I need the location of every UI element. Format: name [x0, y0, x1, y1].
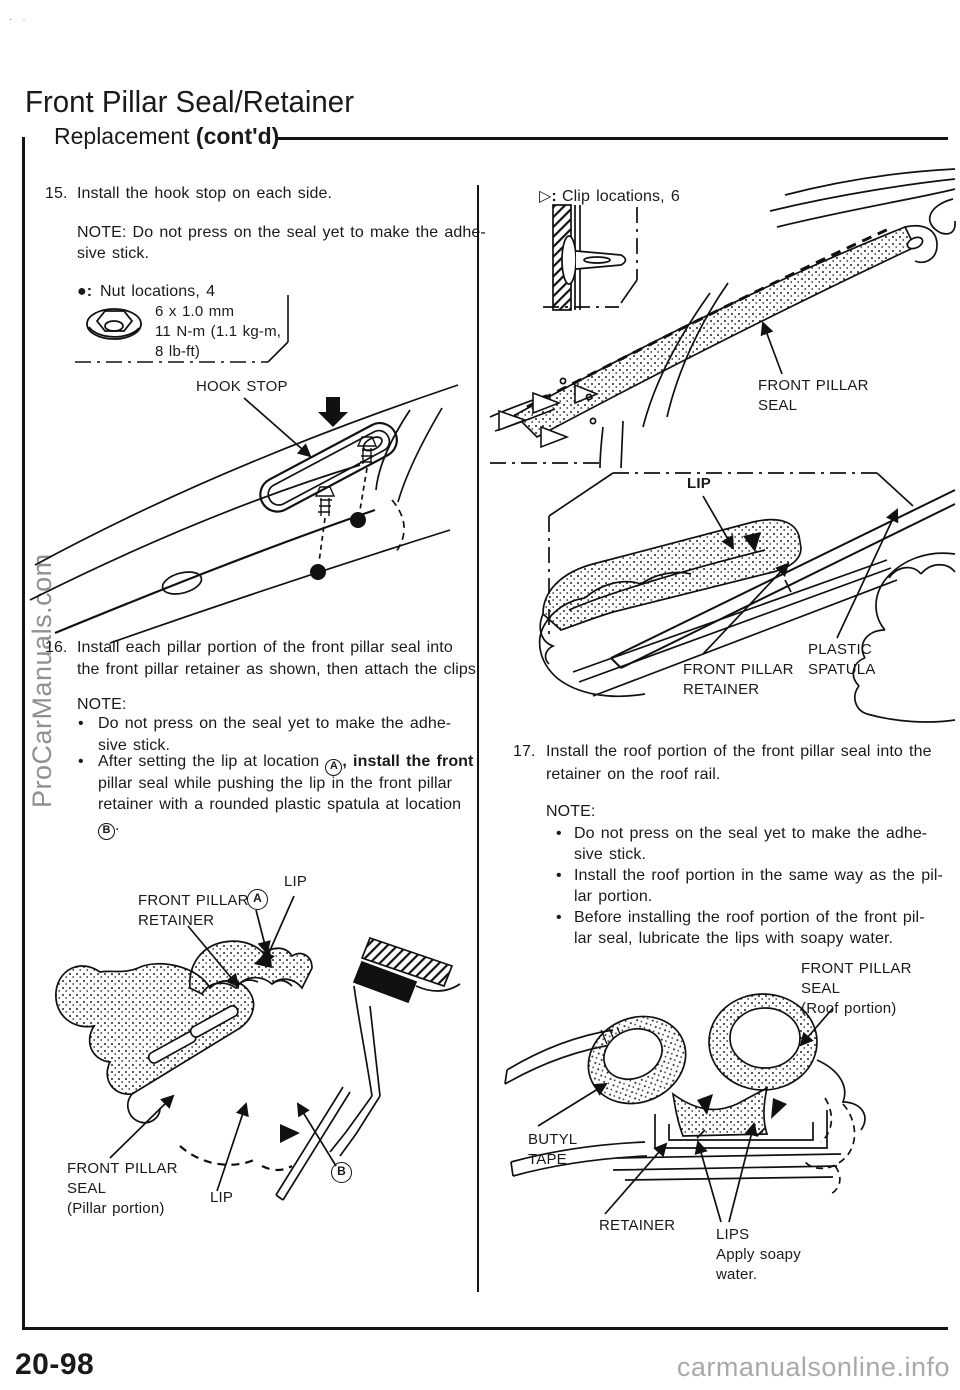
nut-callout-frame: [75, 295, 289, 363]
d2-seal-label-l1: FRONT PILLAR: [67, 1160, 178, 1177]
frame-left-border: [22, 137, 25, 1330]
step16-number: 16.: [45, 639, 68, 656]
clip-location-symbol: ▷:: [539, 188, 557, 205]
step15-note-line1: NOTE: Do not press on the seal yet to ma…: [77, 224, 486, 241]
roof-seal-diagram: [504, 993, 866, 1223]
step16-note-label: NOTE:: [77, 696, 127, 713]
d2-lip-bottom-label: LIP: [210, 1189, 234, 1206]
step17-b2-line2: lar portion.: [574, 888, 653, 905]
d5-lips-label-l3: water.: [716, 1266, 758, 1283]
spatula-diagram: [538, 472, 956, 723]
bullet-marker: •: [556, 909, 562, 926]
step17-b1-line1: Do not press on the seal yet to make the…: [574, 825, 928, 842]
d5-seal-label-l2: SEAL: [801, 980, 841, 997]
hook-stop-label: HOOK STOP: [196, 378, 288, 395]
frame-bottom-border: [22, 1327, 948, 1330]
nut-spec-line1: 6 x 1.0 mm: [155, 303, 235, 320]
step15-note-line2: sive stick.: [77, 245, 150, 262]
subtitle-contd: (cont'd): [195, 123, 280, 149]
nut-location-symbol: ●:: [77, 283, 93, 300]
pillar-section-diagram: [55, 895, 461, 1201]
nut-location-label: Nut locations, 4: [100, 283, 216, 300]
step15-text: Install the hook stop on each side.: [77, 185, 333, 202]
d2-seal-label-l3: (Pillar portion): [67, 1200, 165, 1217]
location-a-inline: A: [325, 758, 343, 776]
nut-spec-line2: 11 N-m (1.1 kg-m,: [155, 323, 282, 340]
bullet-marker: •: [78, 753, 84, 770]
d4-spatula-label-l2: SPATULA: [808, 661, 876, 678]
hook-stop-diagram: [29, 384, 459, 644]
d2-lip-top-label: LIP: [284, 873, 308, 890]
d5-seal-label-l1: FRONT PILLAR: [801, 960, 912, 977]
clip-location-label: Clip locations, 6: [562, 188, 680, 205]
step17-number: 17.: [513, 743, 536, 760]
step17-b3-line2: lar seal, lubricate the lips with soapy …: [574, 930, 894, 947]
d4-lip-label: LIP: [687, 475, 711, 492]
page-number: 20-98: [15, 1348, 95, 1381]
d5-seal-label-l3: (Roof portion): [801, 1000, 897, 1017]
d2-retainer-label-l2: RETAINER: [138, 912, 215, 929]
step17-b1-line2: sive stick.: [574, 846, 647, 863]
step16-line1: Install each pillar portion of the front…: [77, 639, 453, 656]
b2-line4-suffix: .: [115, 817, 120, 834]
d3-seal-label-l2: SEAL: [758, 397, 798, 414]
nut-spec-line3: 8 lb-ft): [155, 343, 201, 360]
d4-spatula-label-l1: PLASTIC: [808, 641, 872, 658]
d3-seal-label-l1: FRONT PILLAR: [758, 377, 869, 394]
d5-butyl-label-l1: BUTYL: [528, 1131, 578, 1148]
b2-line1-pre: After setting the lip at location: [98, 753, 326, 770]
bullet-marker: •: [78, 715, 84, 732]
step16-b1-line2: sive stick.: [98, 737, 171, 754]
step17-b2-line1: Install the roof portion in the same way…: [574, 867, 943, 884]
step16-line2: the front pillar retainer as shown, then…: [77, 661, 481, 678]
location-b-callout: B: [331, 1162, 352, 1183]
step17-b3-line1: Before installing the roof portion of th…: [574, 909, 925, 926]
bullet-marker: •: [556, 825, 562, 842]
column-divider: [477, 185, 479, 1292]
press-down-arrow: [318, 397, 348, 427]
d4-retainer-label-l2: RETAINER: [683, 681, 760, 698]
section-subtitle: Replacement (cont'd): [54, 123, 279, 149]
location-b-inline: B: [98, 822, 115, 840]
step16-b2-line1: After setting the lip at location A, ins…: [98, 753, 474, 776]
step15-number: 15.: [45, 185, 68, 202]
location-a-callout: A: [247, 889, 268, 910]
d5-lips-label-l1: LIPS: [716, 1226, 750, 1243]
step16-b1-line1: Do not press on the seal yet to make the…: [98, 715, 452, 732]
watermark-bottom: carmanualsonline.info: [676, 1352, 950, 1382]
step17-line2: retainer on the roof rail.: [546, 766, 721, 783]
d4-retainer-label-l1: FRONT PILLAR: [683, 661, 794, 678]
step16-b2-line2: pillar seal while pushing the lip in the…: [98, 775, 453, 792]
scan-speck: · ·: [9, 14, 30, 24]
step17-note-label: NOTE:: [546, 803, 596, 820]
d2-seal-label-l2: SEAL: [67, 1180, 107, 1197]
bullet-marker: •: [556, 867, 562, 884]
d5-retainer-label: RETAINER: [599, 1217, 676, 1234]
step17-line1: Install the roof portion of the front pi…: [546, 743, 932, 760]
step16-b2-line3: retainer with a rounded plastic spatula …: [98, 796, 462, 813]
d2-retainer-label-l1: FRONT PILLAR: [138, 892, 249, 909]
d5-lips-label-l2: Apply soapy: [716, 1246, 801, 1263]
pillar-seal-diagram: [489, 168, 956, 469]
page-title: Front Pillar Seal/Retainer: [25, 84, 355, 119]
b2-line1-post: , install the front: [342, 753, 474, 770]
subtitle-text: Replacement: [54, 123, 196, 149]
step16-b2-line4: B.: [98, 817, 120, 840]
flange-nut-icon: [86, 308, 142, 340]
header-rule: [278, 137, 948, 140]
